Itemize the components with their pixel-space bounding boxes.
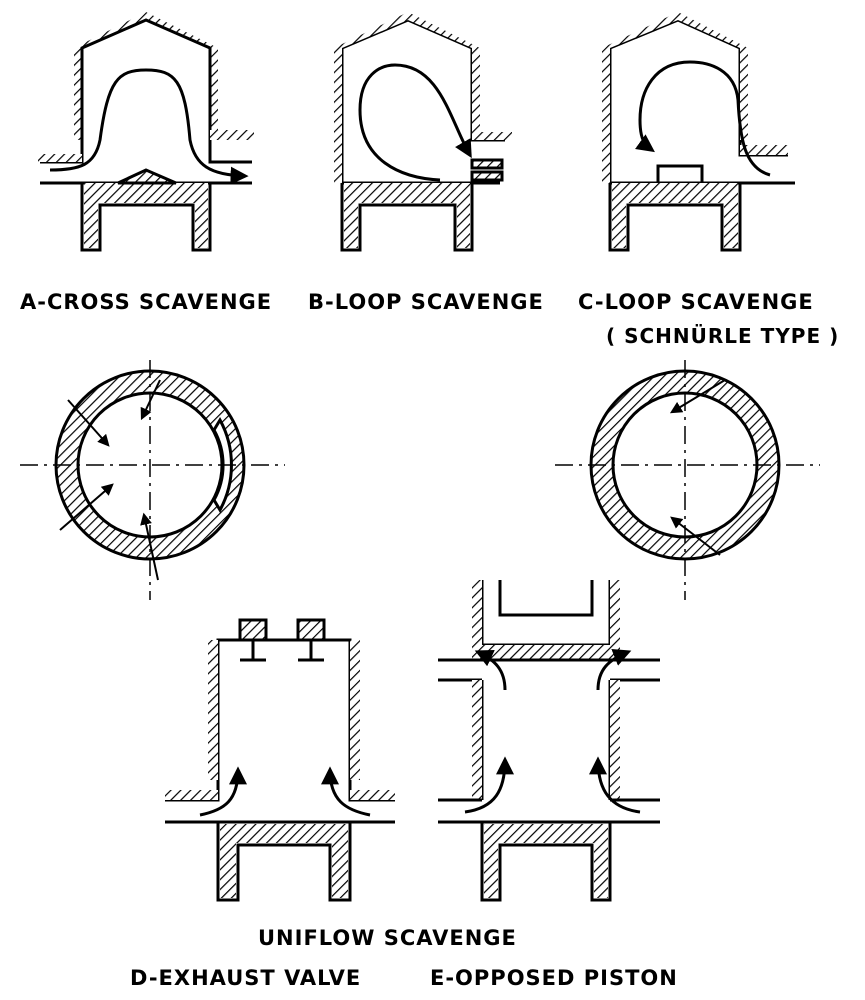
opposed-piston-figure [438,580,660,902]
label-schnurle-type: ( SCHNÜRLE TYPE ) [606,324,840,348]
label-loop-scavenge: B-LOOP SCAVENGE [308,290,544,314]
exhaust-valve-figure [165,618,395,902]
label-cross-scavenge: A-CROSS SCAVENGE [20,290,273,314]
schnurle-scavenge-figure [602,12,795,252]
cross-section-left [20,360,285,600]
cross-scavenge-figure [38,12,254,252]
label-schnurle-scavenge: C-LOOP SCAVENGE [578,290,814,314]
label-exhaust-valve: D-EXHAUST VALVE [130,966,362,990]
cross-section-right [555,360,820,600]
label-opposed-piston: E-OPPOSED PISTON [430,966,678,990]
label-uniflow-scavenge: UNIFLOW SCAVENGE [258,926,517,950]
loop-scavenge-figure [334,12,512,252]
